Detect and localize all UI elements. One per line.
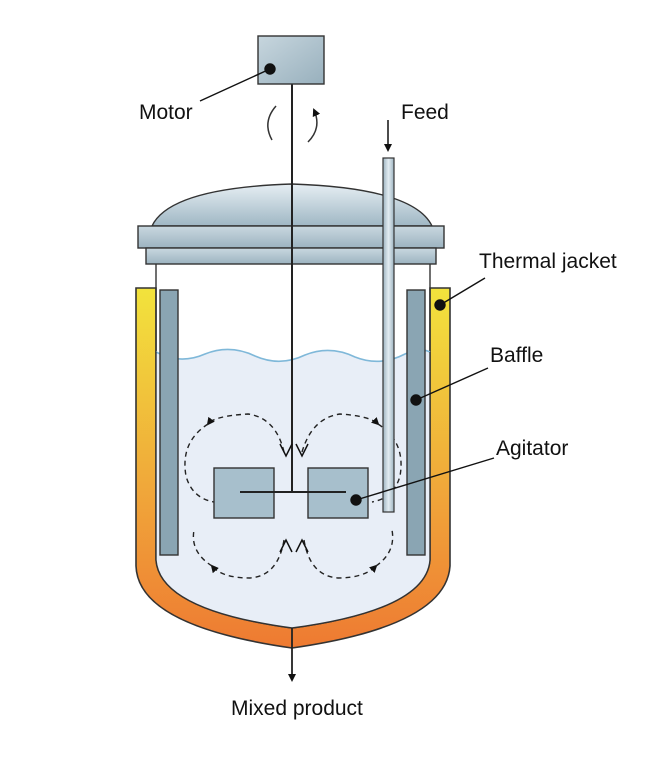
rotation-arrow-icon (307, 108, 321, 143)
baffle-right (406, 289, 426, 556)
motor-box (257, 35, 325, 85)
circulation-flow (184, 413, 402, 579)
agitator-label: Agitator (496, 437, 569, 460)
motor-label: Motor (139, 101, 193, 124)
baffle-label: Baffle (490, 344, 544, 367)
thermal-jacket-label: Thermal jacket (479, 250, 617, 273)
baffle-left (159, 289, 179, 556)
liquid-surface (155, 348, 431, 363)
mixed-product-label: Mixed product (231, 697, 363, 720)
feed-label: Feed (401, 101, 449, 124)
leader-lines (199, 63, 495, 506)
rotation-arc-left (267, 105, 277, 141)
feed-pipe (382, 157, 395, 513)
